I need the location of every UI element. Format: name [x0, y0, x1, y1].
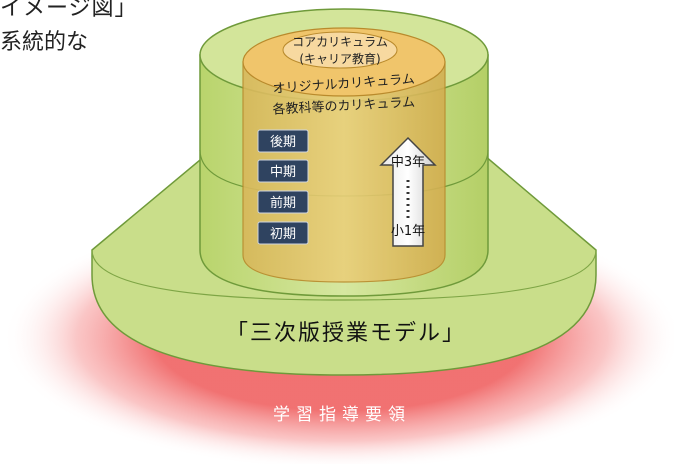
core-line1: コアカリキュラム [292, 35, 388, 49]
stage-initial-label: 初期 [270, 227, 296, 242]
progression-arrow [379, 136, 437, 247]
guideline-label: 学習指導要領 [273, 405, 411, 425]
header-title-fragment: イメージ図」 [0, 0, 138, 21]
model-label: 「三次版授業モデル」 [226, 321, 466, 346]
stage-box-middle: 中期 [257, 159, 309, 183]
stage-box-initial: 初期 [257, 221, 309, 245]
stage-late-label: 後期 [270, 135, 296, 150]
stage-box-early: 前期 [257, 190, 309, 214]
core-line2: (キャリア教育) [299, 51, 380, 66]
arrow-top-label: 中3年 [391, 155, 425, 170]
header-text-fragment: 系統的な [0, 30, 89, 55]
stage-early-label: 前期 [270, 195, 296, 211]
core-ellipse [282, 31, 398, 69]
arrow-bottom-label: 小1年 [391, 224, 425, 239]
model-platform-top-edge [91, 249, 597, 301]
stage-box-late: 後期 [257, 129, 309, 153]
stage-middle-label: 中期 [270, 165, 296, 180]
subject-curriculum-label: 各教科等のカリキュラム [272, 94, 415, 117]
